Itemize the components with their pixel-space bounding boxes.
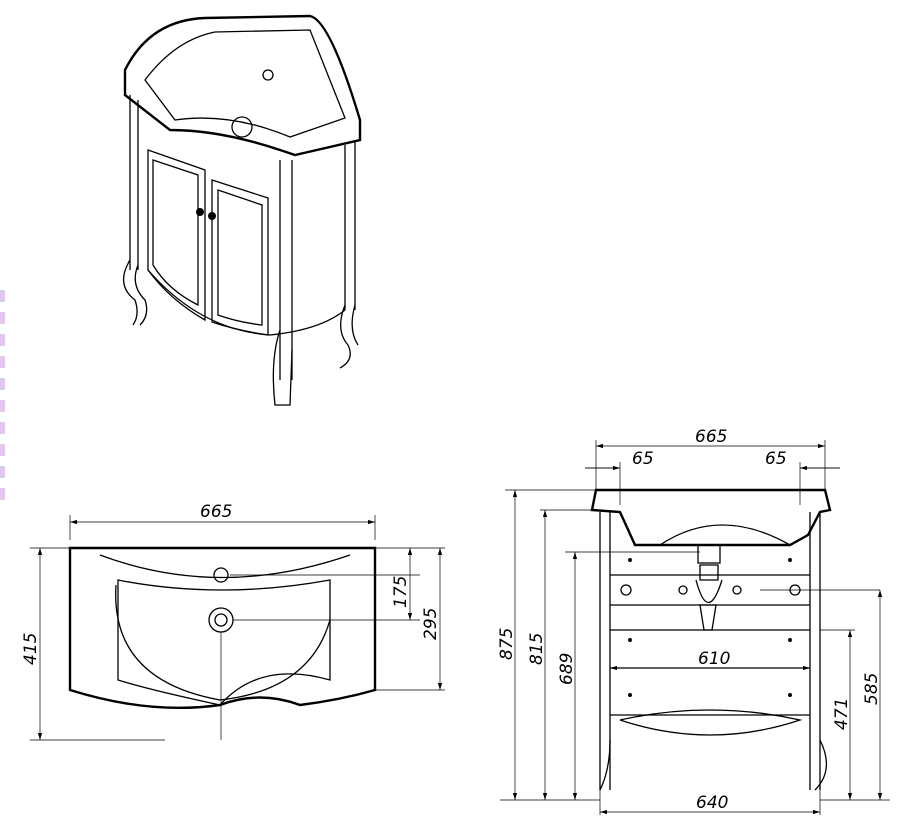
dim-left-offset: 65	[632, 449, 654, 469]
dim-top-295: 295	[421, 608, 441, 640]
dim-471: 471	[832, 698, 852, 730]
dim-585: 585	[862, 673, 882, 705]
front-view	[500, 440, 890, 815]
dim-top-depth: 415	[21, 633, 41, 665]
dim-815: 815	[527, 633, 547, 665]
top-view	[30, 515, 445, 741]
dim-640: 640	[696, 793, 728, 813]
dim-front-width: 665	[695, 427, 727, 447]
watermark	[0, 290, 5, 500]
dim-top-175: 175	[391, 576, 411, 608]
isometric-view	[123, 14, 362, 406]
dim-689: 689	[557, 653, 577, 685]
dim-610: 610	[698, 649, 730, 669]
dim-right-offset: 65	[765, 449, 787, 469]
dim-top-width: 665	[200, 502, 232, 522]
dim-875: 875	[497, 628, 517, 660]
